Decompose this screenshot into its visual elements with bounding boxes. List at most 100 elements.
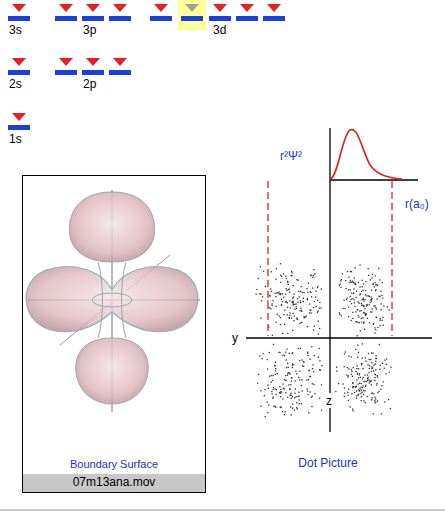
probability-dot	[297, 319, 298, 320]
probability-dot	[361, 396, 362, 397]
probability-dot	[290, 395, 291, 396]
probability-dot	[283, 314, 284, 315]
probability-dot	[371, 384, 372, 385]
electron-marker	[86, 4, 100, 12]
probability-dot	[321, 384, 322, 385]
probability-dot	[288, 289, 289, 290]
probability-dot	[378, 296, 379, 297]
probability-dot	[379, 369, 380, 370]
probability-dot	[280, 406, 281, 407]
probability-dot	[359, 390, 360, 391]
probability-dot	[341, 315, 342, 316]
probability-dot	[273, 300, 274, 301]
probability-dot	[311, 296, 312, 297]
probability-dot	[292, 404, 293, 405]
probability-dot	[274, 293, 275, 294]
probability-dot	[280, 263, 281, 264]
probability-dot	[272, 305, 273, 306]
probability-dot	[256, 289, 257, 290]
probability-dot	[311, 397, 312, 398]
probability-dot	[309, 370, 310, 371]
probability-dot	[354, 392, 355, 393]
probability-dot	[287, 282, 288, 283]
probability-dot	[380, 291, 381, 292]
probability-dot	[256, 294, 257, 295]
probability-dot	[359, 294, 360, 295]
probability-dot	[352, 281, 353, 282]
probability-dot	[287, 375, 288, 376]
probability-dot	[348, 368, 349, 369]
probability-dot	[307, 355, 308, 356]
probability-dot	[309, 309, 310, 310]
probability-dot	[365, 281, 366, 282]
probability-dot	[385, 373, 386, 374]
probability-dot	[362, 378, 363, 379]
probability-dot	[340, 280, 341, 281]
probability-dot	[292, 298, 293, 299]
label: 2s	[9, 78, 22, 91]
probability-dot	[363, 390, 364, 391]
probability-dot	[344, 353, 345, 354]
probability-dot	[378, 268, 379, 269]
energy-levels	[8, 0, 285, 130]
orbital-level	[8, 125, 30, 130]
electron-marker	[240, 4, 254, 12]
probability-dot	[273, 396, 274, 397]
probability-dot	[260, 318, 261, 319]
movie-bar	[23, 474, 205, 492]
probability-dot	[352, 386, 353, 387]
probability-dot	[259, 293, 260, 294]
probability-dot	[367, 304, 368, 305]
probability-dot	[276, 268, 277, 269]
probability-dot	[363, 394, 364, 395]
probability-dot	[371, 368, 372, 369]
probability-dot	[359, 374, 360, 375]
probability-dot	[363, 400, 364, 401]
probability-dot	[317, 312, 318, 313]
probability-dot	[350, 296, 351, 297]
probability-dot	[384, 368, 385, 369]
probability-dot	[379, 344, 380, 345]
probability-dot	[377, 285, 378, 286]
probability-dot	[274, 406, 275, 407]
probability-dot	[361, 305, 362, 306]
probability-dot	[369, 382, 370, 383]
probability-dot	[271, 391, 272, 392]
probability-dot	[376, 309, 377, 310]
probability-dot	[295, 388, 296, 389]
probability-dot	[287, 281, 288, 282]
probability-dot	[351, 271, 352, 272]
probability-dot	[361, 364, 362, 365]
probability-dot	[374, 397, 375, 398]
probability-dot	[269, 352, 270, 353]
probability-dot	[363, 305, 364, 306]
probability-dot	[384, 360, 385, 361]
probability-dot	[372, 308, 373, 309]
probability-dot	[361, 400, 362, 401]
probability-dot	[371, 290, 372, 291]
probability-dot	[293, 320, 294, 321]
probability-dot	[279, 386, 280, 387]
probability-dot	[356, 390, 357, 391]
probability-dot	[260, 390, 261, 391]
probability-dot	[267, 412, 268, 413]
probability-dot	[289, 315, 290, 316]
probability-dot	[289, 318, 290, 319]
probability-dot	[278, 291, 279, 292]
probability-dot	[348, 356, 349, 357]
probability-dot	[280, 293, 281, 294]
probability-dot	[279, 392, 280, 393]
probability-dot	[267, 385, 268, 386]
probability-dot	[356, 321, 357, 322]
probability-dot	[316, 306, 317, 307]
probability-dot	[275, 370, 276, 371]
probability-dot	[292, 408, 293, 409]
probability-dot	[313, 329, 314, 330]
probability-dot	[374, 400, 375, 401]
probability-dot	[353, 282, 354, 283]
orbital-level	[8, 70, 30, 75]
electron-marker	[113, 58, 127, 66]
probability-dot	[286, 367, 287, 368]
probability-dot	[285, 380, 286, 381]
probability-dot	[285, 392, 286, 393]
